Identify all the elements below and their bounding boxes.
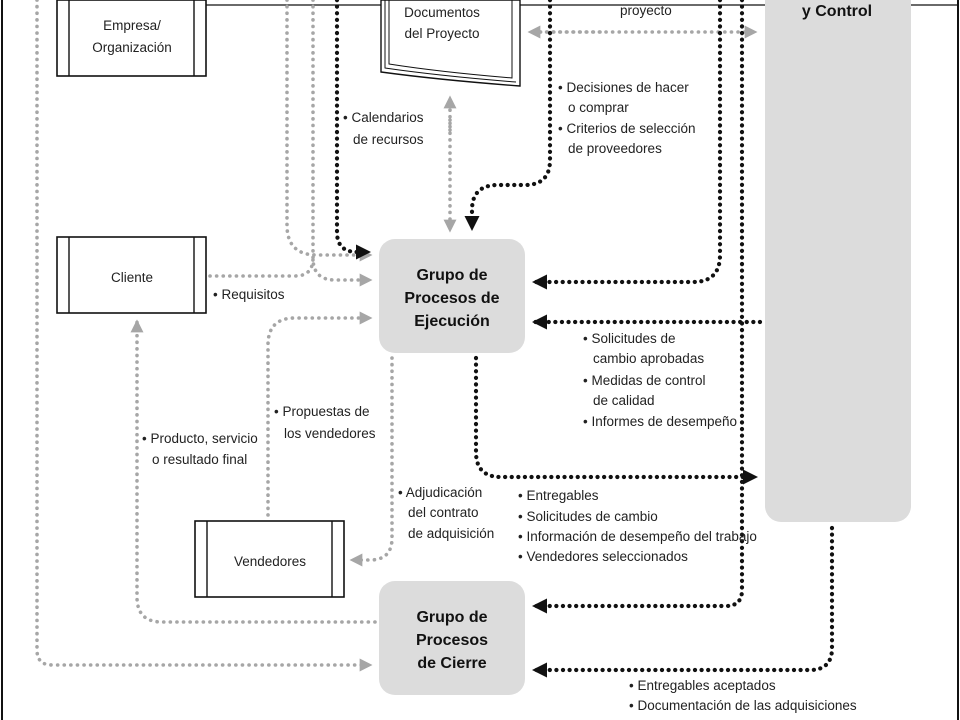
- label-informacion-desempeno: • Información de desempeño del trabajo: [518, 529, 757, 544]
- flow-empresa-to-cierre: [35, 0, 373, 672]
- empresa-label-line2: Organización: [92, 40, 172, 55]
- label-vendedores-seleccionados: • Vendedores seleccionados: [518, 549, 688, 564]
- label-producto-2: o resultado final: [152, 452, 247, 467]
- label-medidas-2: de calidad: [593, 393, 655, 408]
- label-decisiones-1: • Decisiones de hacer: [558, 80, 689, 95]
- vendedores-label: Vendedores: [234, 554, 306, 569]
- flow-cliente-requisitos: [208, 256, 315, 278]
- flow-adjudicacion-to-vendedores: [349, 356, 394, 567]
- documentos-label-line2: del Proyecto: [404, 26, 479, 41]
- label-entregables: • Entregables: [518, 488, 599, 503]
- label-entregables-aceptados: • Entregables aceptados: [629, 678, 776, 693]
- cliente-scroll: Cliente: [56, 236, 207, 314]
- label-adjudicacion-2: del contrato: [408, 505, 479, 520]
- label-criterios-1: • Criterios de selección: [558, 121, 696, 136]
- label-informes: • Informes de desempeño: [583, 414, 737, 429]
- ejecucion-label-line1: Grupo de: [416, 267, 487, 284]
- documentos-label-line1: Documentos: [404, 5, 480, 20]
- label-adjudicacion-3: de adquisición: [408, 526, 494, 541]
- cliente-label: Cliente: [111, 270, 153, 285]
- flow-entregables-aceptados: [531, 525, 835, 678]
- flow-empresa-to-ejecucion: [285, 0, 373, 262]
- label-criterios-2: de proveedores: [568, 141, 662, 156]
- flow-decisiones-criterios: [464, 0, 553, 232]
- label-adjudicacion-1: • Adjudicación: [398, 485, 482, 500]
- empresa-scroll: Empresa/ Organización: [56, 0, 207, 77]
- flow-cliente-to-ejecucion: [311, 0, 373, 287]
- proyecto-fragment: proyecto: [620, 3, 672, 18]
- cierre-label-line1: Grupo de: [416, 609, 487, 626]
- monitoreo-control-box: [765, 0, 911, 522]
- documentos-stack: Documentos del Proyecto: [380, 0, 521, 87]
- label-solicitudes-aprobadas-2: cambio aprobadas: [593, 351, 704, 366]
- flow-ejecucion-to-monitoreo: [473, 355, 759, 485]
- label-decisiones-2: o comprar: [568, 100, 629, 115]
- cierre-label-line2: Procesos: [416, 632, 488, 649]
- flow-monitoreo-to-ejecucion: [531, 0, 723, 290]
- label-requisitos: • Requisitos: [213, 287, 285, 302]
- empresa-label-line1: Empresa/: [103, 18, 161, 33]
- label-solicitudes-aprobadas-1: • Solicitudes de: [583, 331, 676, 346]
- label-solicitudes-cambio: • Solicitudes de cambio: [518, 509, 658, 524]
- cierre-label-line3: de Cierre: [417, 655, 486, 672]
- flow-calendarios: [334, 0, 372, 260]
- label-propuestas-2: los vendedores: [284, 426, 376, 441]
- cierre-box: [379, 581, 525, 695]
- ejecucion-box: [379, 239, 525, 353]
- label-documentacion: • Documentación de las adquisiciones: [629, 698, 857, 713]
- label-propuestas-1: • Propuestas de: [274, 404, 370, 419]
- label-calendarios-2: de recursos: [353, 132, 424, 147]
- label-medidas-1: • Medidas de control: [583, 373, 706, 388]
- label-calendarios-1: • Calendarios: [343, 110, 424, 125]
- monitoreo-control-label: y Control: [802, 3, 872, 20]
- flow-vendedores-propuestas: [266, 311, 373, 517]
- flow-monitoreo-to-cierre: [531, 0, 745, 614]
- ejecucion-label-line2: Procesos de: [404, 290, 499, 307]
- ejecucion-label-line3: Ejecución: [414, 313, 490, 330]
- flow-producto-to-cliente: [130, 319, 377, 624]
- label-producto-1: • Producto, servicio: [142, 431, 258, 446]
- vendedores-scroll: Vendedores: [194, 520, 345, 598]
